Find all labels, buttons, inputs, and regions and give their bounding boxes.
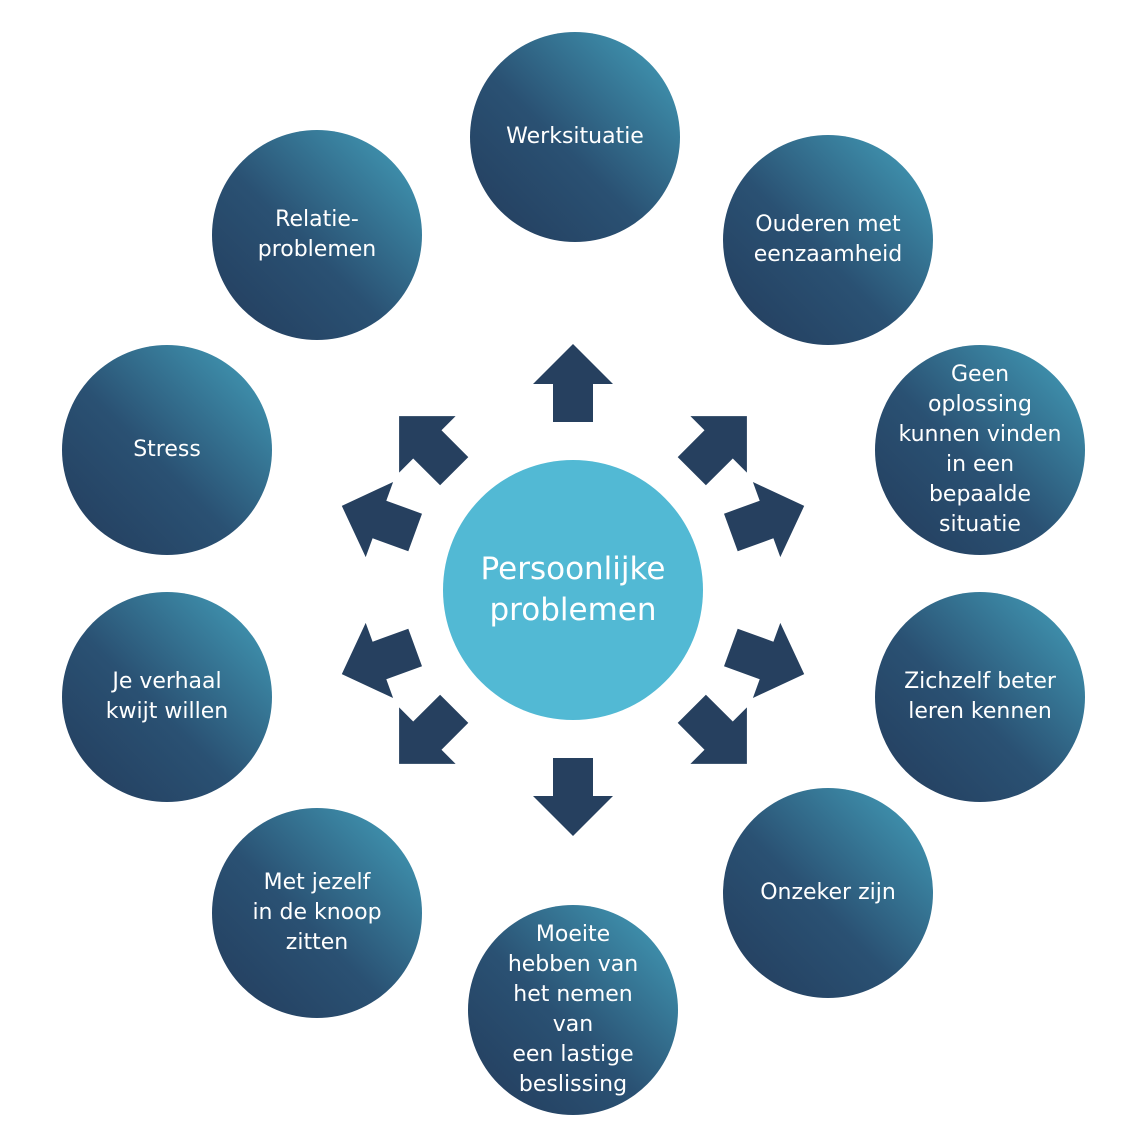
topic-label: Je verhaal kwijt willen <box>105 669 229 724</box>
topic-je-verhaal-kwijt: Je verhaal kwijt willen <box>62 592 272 802</box>
topic-label: Relatie- problemen <box>257 207 377 262</box>
topic-label: Zichzelf beter leren kennen <box>904 669 1056 724</box>
topic-label: Ouderen met eenzaamheid <box>753 212 903 267</box>
topic-stress: Stress <box>62 345 272 555</box>
topic-label: Met jezelf in de knoop zitten <box>252 870 382 955</box>
topic-label: Geen oplossing kunnen vinden in een bepa… <box>898 362 1062 537</box>
topic-label: Moeite hebben van het nemen van een last… <box>507 922 639 1097</box>
topic-zichzelf-beter-leren-kennen: Zichzelf beter leren kennen <box>875 592 1085 802</box>
topic-ouderen-met-eenzaamheid: Ouderen met eenzaamheid <box>723 135 933 345</box>
arrow-down-right <box>677 694 747 764</box>
topic-geen-oplossing: Geen oplossing kunnen vinden in een bepa… <box>875 345 1085 555</box>
topic-label: Onzeker zijn <box>760 880 896 905</box>
topic-label: Werksituatie <box>506 124 644 149</box>
arrow-right-lower <box>724 622 805 698</box>
arrow-down <box>533 758 613 836</box>
arrow-left-lower <box>341 622 422 698</box>
arrow-up-left <box>399 416 469 486</box>
topic-label: Stress <box>133 437 201 462</box>
center-label: Persoonlijke problemen <box>480 551 666 628</box>
center-node: Persoonlijke problemen <box>443 460 703 720</box>
arrow-down-left <box>399 694 469 764</box>
topic-onzeker-zijn: Onzeker zijn <box>723 788 933 998</box>
arrow-left-upper <box>341 482 422 558</box>
arrow-up <box>533 344 613 422</box>
topic-met-jezelf-in-de-knoop: Met jezelf in de knoop zitten <box>212 808 422 1018</box>
arrow-right-upper <box>724 482 805 558</box>
topic-relatieproblemen: Relatie- problemen <box>212 130 422 340</box>
topic-moeite-beslissing: Moeite hebben van het nemen van een last… <box>468 905 678 1115</box>
topic-werksituatie: Werksituatie <box>470 32 680 242</box>
arrow-up-right <box>677 416 747 486</box>
